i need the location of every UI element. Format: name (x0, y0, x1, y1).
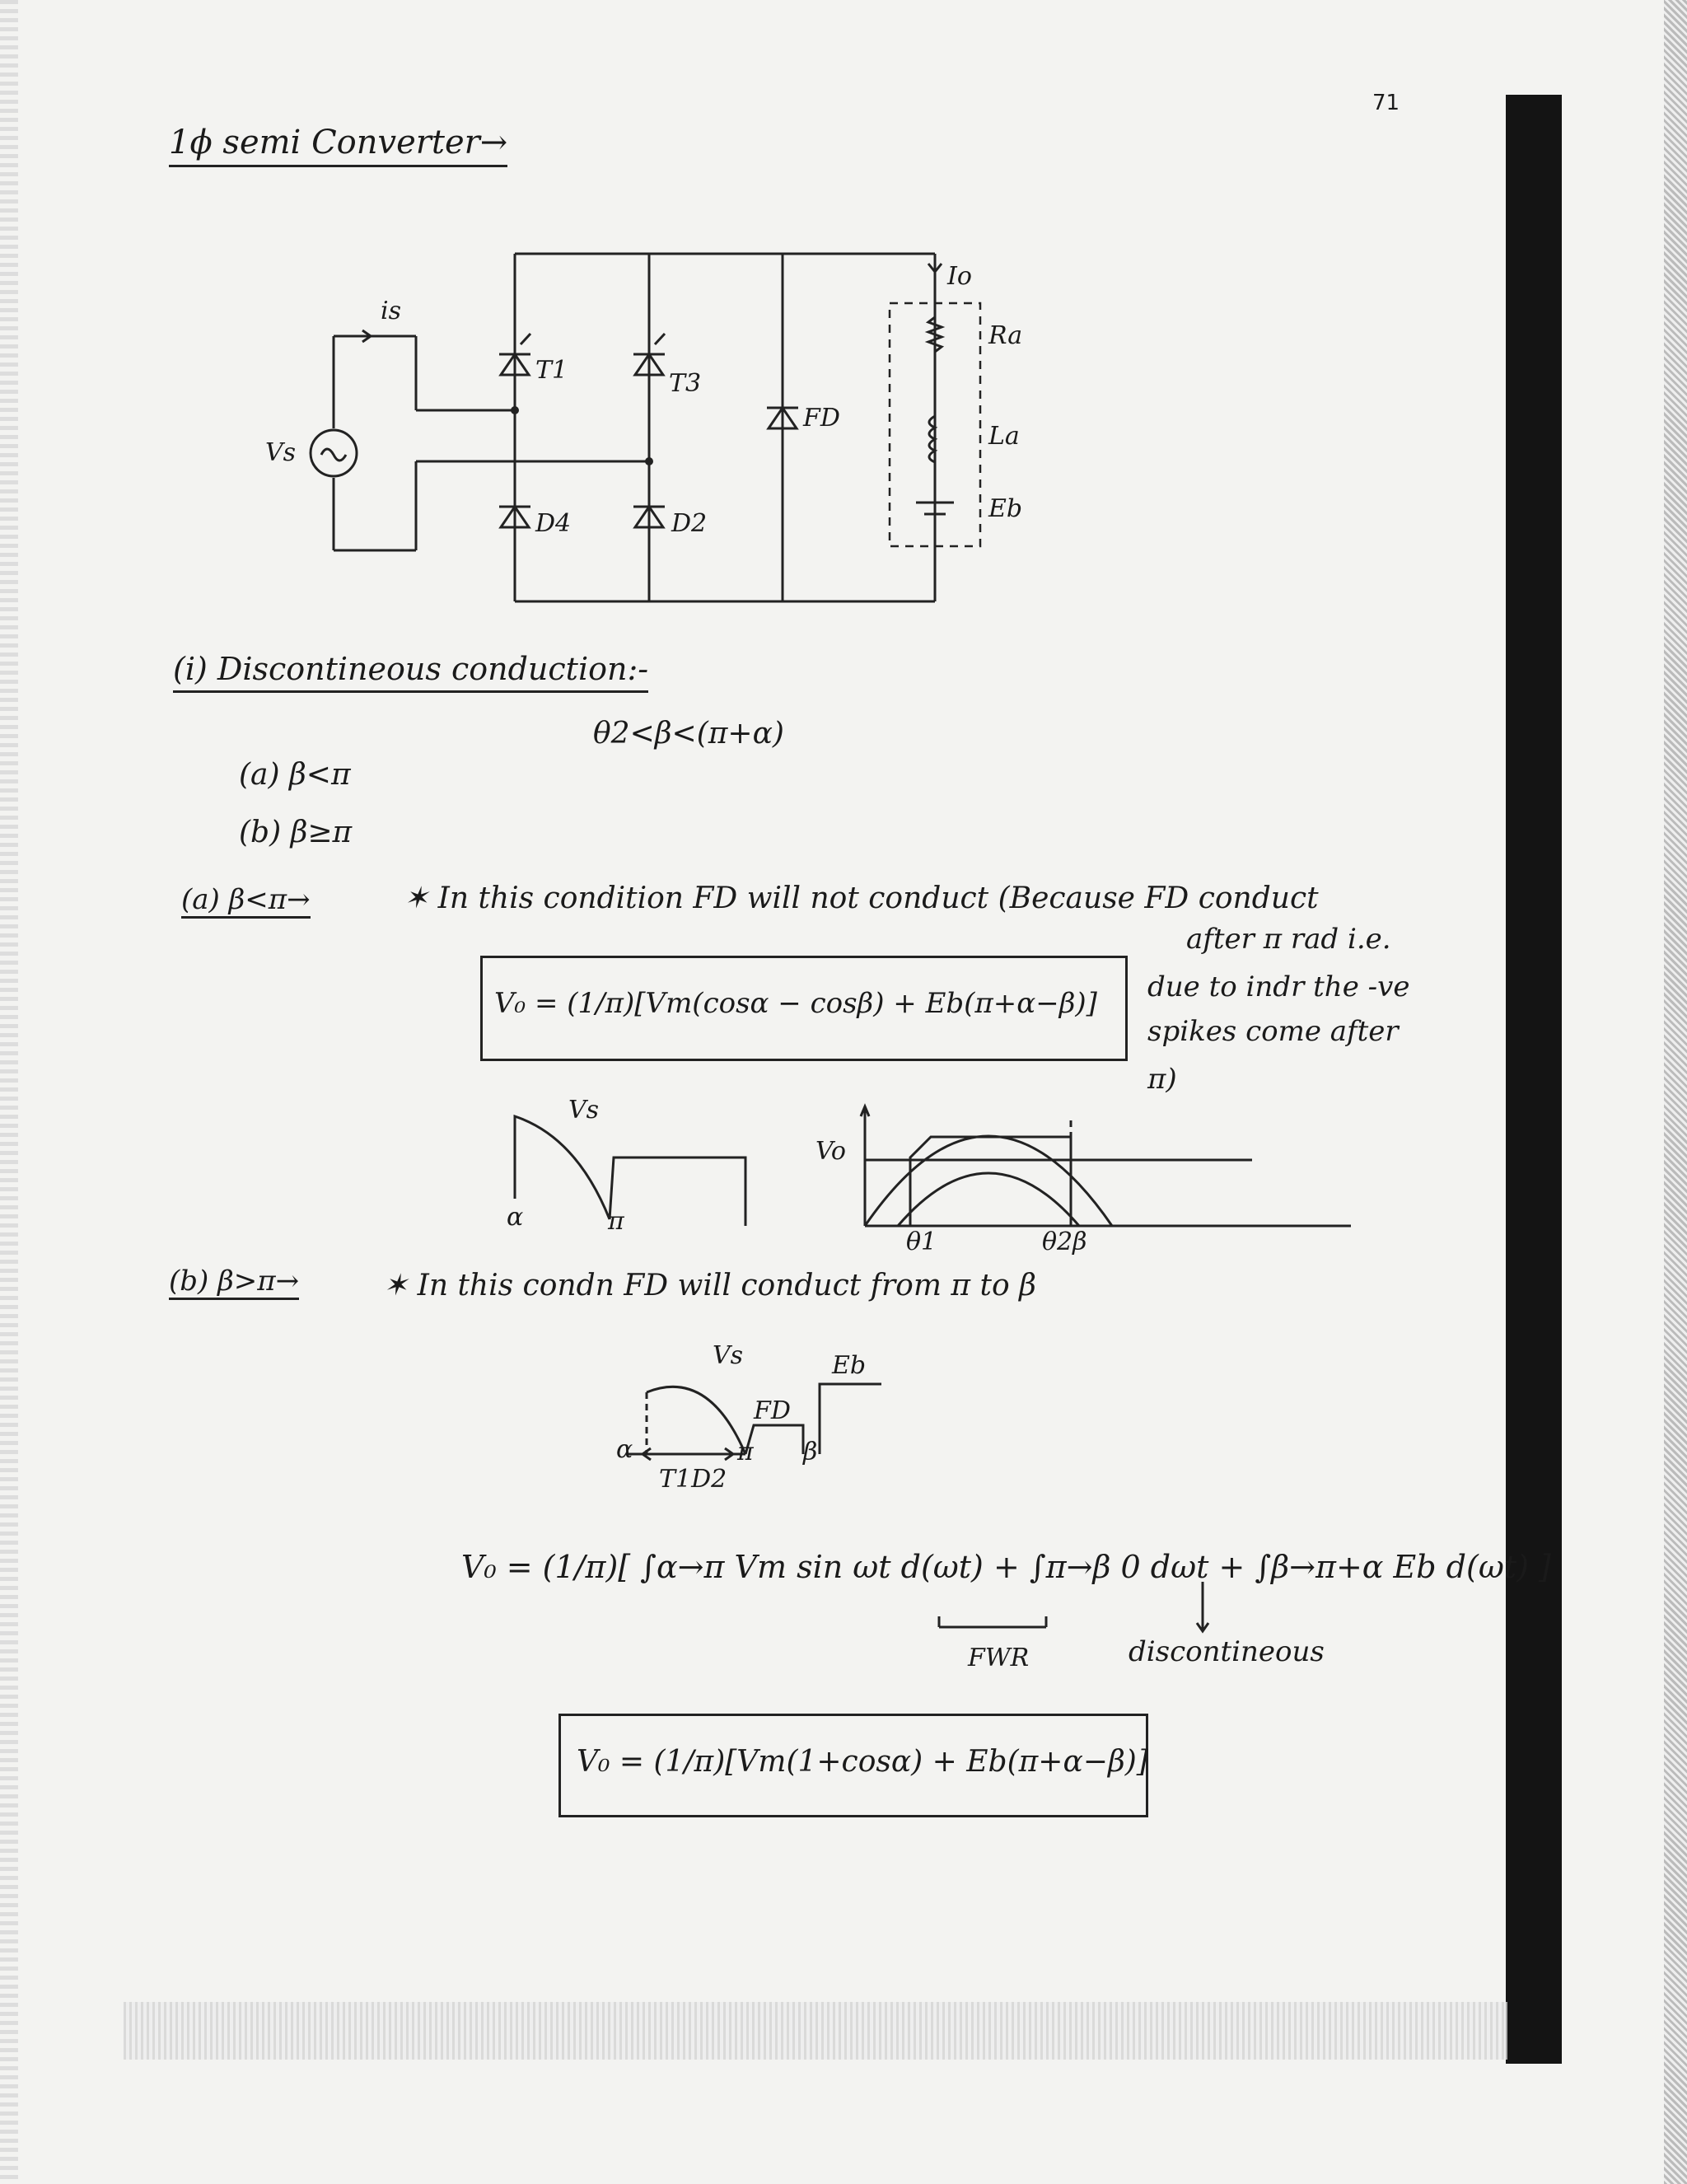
label-t1: T1 (535, 356, 568, 385)
wave-b-vs-label: Vs (713, 1341, 744, 1370)
wave-b-beta-label: β (803, 1438, 818, 1466)
discontinuous-label: discontineous (1129, 1635, 1325, 1668)
label-t3: T3 (669, 369, 702, 398)
formula-box-b (558, 1714, 1148, 1817)
scan-edge-right (1664, 0, 1687, 2184)
case-a-side-note-3: spikes come after (1147, 1015, 1399, 1048)
case-a-side-note-4: π) (1147, 1063, 1177, 1096)
page-number: 71 (1372, 91, 1400, 115)
label-fd: FD (803, 404, 840, 433)
case-a-label: (a) β<π→ (181, 883, 311, 919)
wave-a-theta1-label: θ1 (906, 1228, 937, 1256)
label-vs: Vs (265, 438, 297, 467)
formula-box-a (480, 956, 1128, 1061)
wave-a-vs-label: Vs (568, 1096, 600, 1125)
page-title: 1ϕ semi Converter→ (169, 124, 508, 167)
wave-b-t1d2-label: T1D2 (659, 1465, 727, 1494)
wave-b-eb-label: Eb (832, 1351, 867, 1380)
formula-b-integral: V₀ = (1/π)[ ∫α→π Vm sin ωt d(ωt) + ∫π→β … (461, 1549, 1551, 1585)
label-eb: Eb (988, 494, 1023, 523)
wave-b-alpha-label: α (616, 1435, 633, 1464)
fwr-label: FWR (968, 1644, 1030, 1672)
wave-a-pi-label: π (608, 1207, 624, 1236)
label-d2: D2 (671, 509, 708, 538)
label-io: Io (947, 262, 972, 291)
case-b-summary: (b) β≥π (239, 816, 353, 849)
scan-noise-band (124, 2002, 1507, 2060)
binding-shadow (1506, 95, 1562, 2064)
wave-a-vo-label: Vo (815, 1137, 846, 1166)
wave-a-theta2-label: θ2β (1042, 1228, 1087, 1256)
case-b-note: ✶ In this condn FD will conduct from π t… (383, 1269, 1036, 1302)
section-heading: (i) Discontineous conduction:- (173, 651, 649, 693)
wave-b-fd-label: FD (754, 1396, 791, 1425)
case-a-summary: (a) β<π (239, 758, 351, 792)
case-a-side-note-2: due to indr the -ve (1147, 970, 1410, 1003)
case-a-note: ✶ In this condition FD will not conduct … (404, 882, 1319, 915)
condition: θ2<β<(π+α) (593, 717, 784, 751)
label-d4: D4 (535, 509, 572, 538)
wave-a-alpha-label: α (507, 1203, 524, 1232)
wave-b-pi-label: π (737, 1438, 754, 1466)
formula-b-final: V₀ = (1/π)[Vm(1+cosα) + Eb(π+α−β)] (577, 1745, 1148, 1779)
label-is: is (381, 297, 401, 325)
case-a-side-note-1: after π rad i.e. (1186, 923, 1391, 956)
label-la: La (988, 422, 1020, 451)
formula-a: V₀ = (1/π)[Vm(cosα − cosβ) + Eb(π+α−β)] (494, 987, 1097, 1020)
label-ra: Ra (988, 321, 1023, 350)
scan-edge-left (0, 0, 18, 2184)
case-b-label: (b) β>π→ (169, 1265, 300, 1300)
